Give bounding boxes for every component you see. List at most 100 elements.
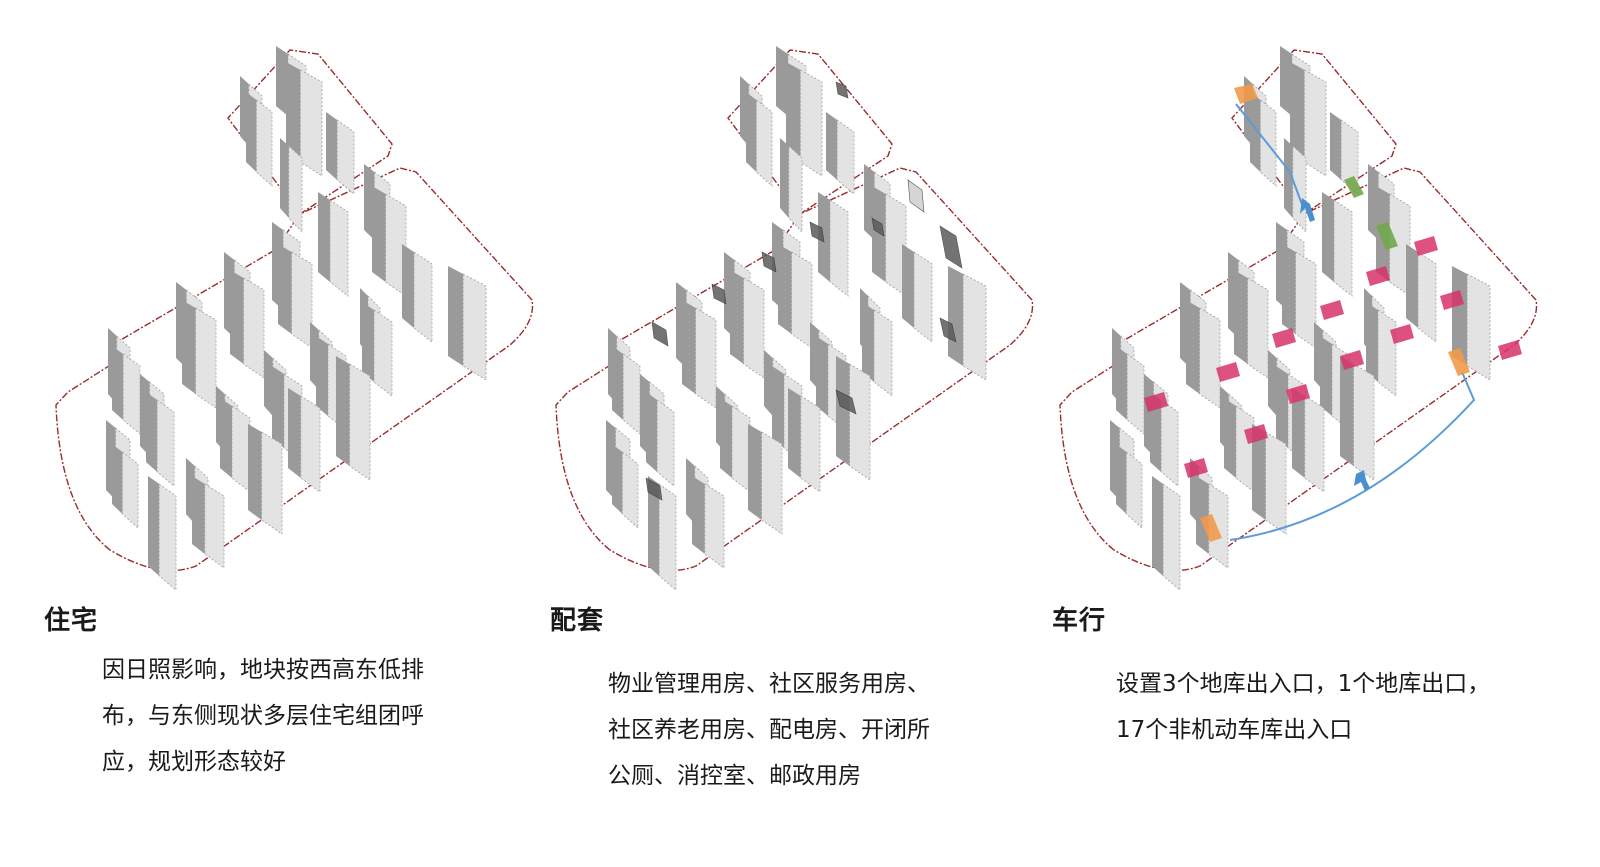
site-plan (1059, 46, 1538, 590)
building-mass (1252, 424, 1287, 535)
building-shade (246, 92, 257, 172)
building-mass (372, 186, 407, 297)
building-mass (612, 444, 639, 529)
building-mass (1322, 192, 1353, 297)
building-shade (1250, 92, 1261, 172)
building-shade (148, 476, 160, 576)
vehicle-route (1229, 103, 1476, 541)
building-face (204, 483, 225, 569)
building-mass (1186, 300, 1221, 409)
building-mass (1234, 270, 1269, 379)
building-shade (1196, 476, 1209, 554)
site-plan (55, 46, 534, 590)
building-face (231, 405, 251, 493)
building-shade (1284, 138, 1293, 218)
building-face (1126, 353, 1145, 435)
bike-entrance (1440, 290, 1464, 310)
building-shade (112, 346, 124, 420)
panel-description: 物业管理用房、社区服务用房、 社区养老用房、配电房、开闭所 公厕、消控室、邮政用… (608, 661, 930, 799)
building-mass (692, 476, 725, 569)
building-mass (720, 398, 751, 493)
building-mass (788, 388, 821, 493)
description-line: 物业管理用房、社区服务用房、 (608, 671, 930, 697)
building-shade (1276, 366, 1288, 448)
building-mass (1116, 444, 1143, 529)
building-mass (1452, 266, 1491, 381)
building-mass (780, 138, 803, 234)
building-shade (264, 350, 273, 416)
building-shade (1224, 398, 1236, 478)
building-mass (336, 356, 371, 481)
building-mass (146, 392, 175, 487)
panel-title: 车行 (1052, 606, 1107, 636)
building-mass (872, 186, 907, 297)
bike-entrance (1272, 328, 1296, 348)
building-shade (1330, 112, 1342, 180)
building-mass (182, 300, 217, 409)
building-mass (448, 266, 487, 381)
building-shade (902, 244, 914, 328)
basement-entrance (1234, 84, 1258, 104)
basement-entrance (1200, 514, 1222, 542)
facility-block (711, 283, 727, 305)
building-shade (1116, 444, 1127, 514)
building-face (1303, 69, 1327, 177)
building-face (243, 277, 265, 379)
building-shade (1292, 388, 1305, 478)
building-mass (746, 92, 773, 187)
basement-exit (1344, 176, 1398, 250)
bike-entrance (1144, 392, 1168, 412)
building-mass (1290, 62, 1327, 177)
building-face (1417, 251, 1437, 343)
building-mass (220, 398, 251, 493)
building-face (1466, 273, 1491, 381)
building-face (1295, 251, 1317, 349)
building-face (1340, 119, 1359, 195)
building-shade (648, 476, 660, 576)
bike-entrance (1184, 458, 1208, 478)
building-mass (1196, 476, 1229, 569)
building-face (829, 199, 849, 297)
facility-block (907, 179, 925, 213)
building-face (761, 431, 783, 535)
building-face (849, 363, 871, 481)
building-face (336, 119, 355, 195)
basement-exit (1376, 222, 1398, 250)
building-shade (1282, 244, 1296, 334)
building-shade (1268, 350, 1277, 416)
facility-block (835, 81, 849, 99)
building-shade (1366, 302, 1378, 382)
building-mass (1406, 244, 1437, 343)
building-shade (318, 192, 330, 282)
building-face (622, 353, 641, 435)
building-shade (280, 138, 289, 218)
description-line: 布，与东侧现状多层住宅组团呼 (102, 703, 424, 729)
building-face (349, 363, 371, 481)
building-mass (112, 444, 139, 529)
building-face (122, 451, 139, 529)
building-mass (230, 270, 265, 379)
building-shade (764, 350, 773, 416)
site-plan (555, 46, 1034, 590)
building-shade (362, 302, 374, 382)
building-shade (772, 366, 784, 448)
building-shade (1252, 424, 1266, 520)
bike-entrance (1498, 340, 1522, 360)
building-face (658, 483, 677, 590)
arrow-icon (1300, 198, 1315, 222)
facilities-massing-diagram (555, 46, 1034, 590)
building-shade (278, 244, 292, 334)
bike-entrance (1286, 384, 1310, 404)
building-face (255, 99, 273, 187)
building-shade (230, 270, 244, 364)
building-face (373, 309, 393, 397)
building-shade (778, 244, 792, 334)
building-shade (1234, 270, 1248, 364)
route-arrows (1300, 198, 1370, 491)
building-face (743, 277, 765, 379)
building-face (695, 307, 717, 409)
building-face (1353, 363, 1375, 481)
building-face (799, 69, 823, 177)
building-face (755, 99, 773, 187)
building-shade (192, 476, 205, 554)
